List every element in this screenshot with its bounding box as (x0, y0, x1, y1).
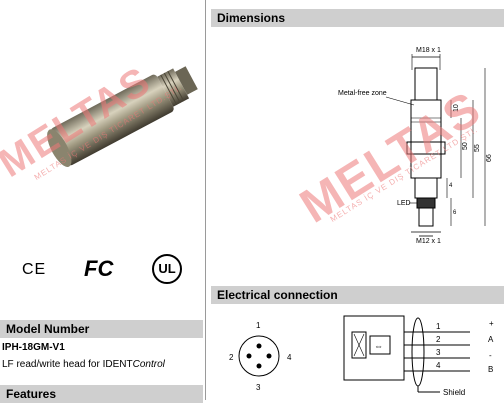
wiring-diagram: ⇔ 1 2 3 4 + A - B Shield (343, 315, 494, 397)
product-photo (0, 40, 205, 240)
connector-outline (238, 335, 280, 377)
signal-label-3: - (489, 351, 492, 360)
thread-bottom-label: M12 x 1 (416, 238, 441, 245)
pin-label-3: 3 (256, 383, 261, 392)
wire-label-2: 2 (436, 335, 441, 344)
model-number-header: Model Number (0, 320, 203, 338)
signal-label-2: A (488, 335, 494, 344)
pin-label-1: 1 (256, 321, 261, 330)
ce-mark: CE (22, 261, 47, 278)
dim-4: 4 (449, 183, 453, 189)
wire-label-1: 1 (436, 322, 441, 331)
top-thread (414, 67, 438, 101)
dim-6: 6 (453, 210, 457, 216)
sensor-cylinder-image (47, 66, 198, 168)
converter-symbol: ⇔ (374, 341, 383, 351)
device-box (343, 315, 405, 381)
description-main: LF read/write head for IDENT (2, 359, 133, 370)
fcc-mark: FC (84, 256, 114, 281)
pin-label-2: 2 (229, 353, 234, 362)
pin-label-4: 4 (287, 353, 292, 362)
dim-66: 66 (486, 154, 493, 162)
dim-55: 55 (474, 144, 481, 152)
connector-pinout: 1 2 3 4 (229, 321, 292, 392)
cable-shield-loop (411, 317, 425, 387)
description-em: Control (132, 359, 165, 370)
led-label: LED (397, 200, 411, 207)
dimensions-header: Dimensions (211, 9, 504, 27)
metal-free-label: Metal-free zone (338, 90, 387, 97)
features-header: Features (0, 385, 203, 403)
wire-label-3: 3 (436, 348, 441, 357)
dimensions-drawing: M18 x 1 Metal-free zone 10 50 55 66 4 6 … (338, 47, 493, 245)
dim-50: 50 (462, 142, 469, 150)
column-divider (205, 0, 206, 400)
dim-10: 10 (453, 104, 460, 112)
shield-label: Shield (443, 388, 465, 397)
signal-label-4: B (488, 365, 493, 374)
product-description: LF read/write head for IDENTControl (2, 359, 165, 370)
ul-mark: UL (152, 254, 182, 284)
model-number-value: IPH-18GM-V1 (2, 342, 65, 353)
signal-label-1: + (489, 319, 494, 328)
thread-top-label: M18 x 1 (416, 47, 441, 54)
electrical-header: Electrical connection (211, 286, 504, 304)
wire-label-4: 4 (436, 361, 441, 370)
